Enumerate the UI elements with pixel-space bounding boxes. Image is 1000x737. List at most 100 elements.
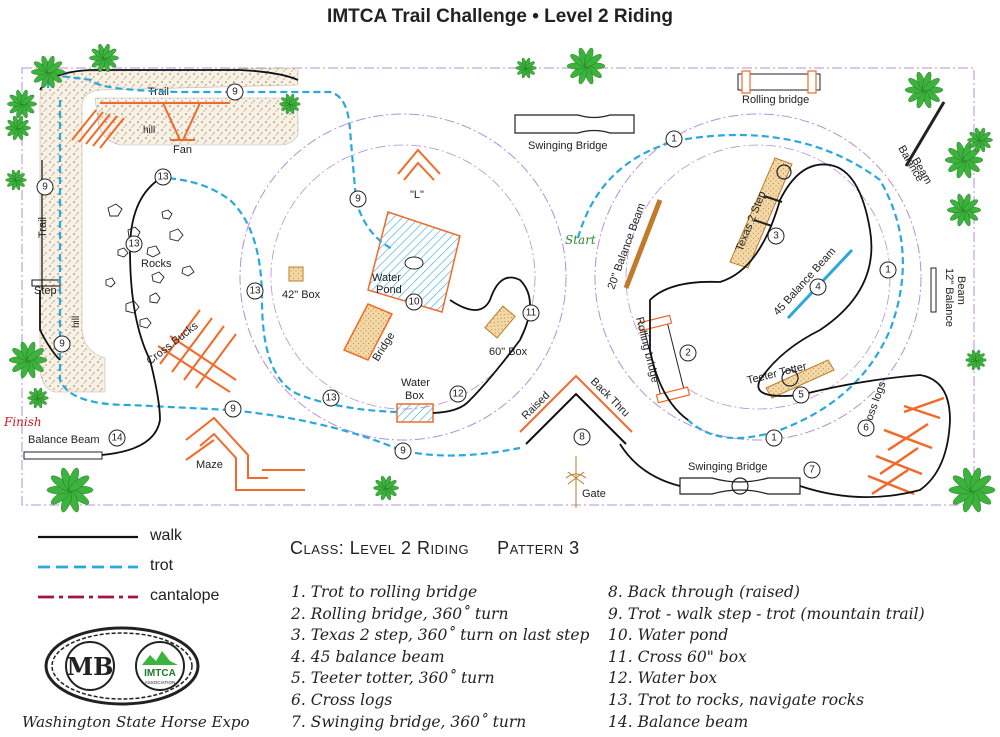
balance-beam-12-obstacle [930,267,937,313]
box-42-label: 42" Box [282,289,321,301]
step-marker-1: 1 [879,261,897,279]
legend-cantalope-label: cantalope [150,587,220,604]
plant-icon [566,47,606,85]
logo-badge-sub: ASSOCIATION [145,680,175,685]
svg-text:11: 11 [526,308,537,319]
step-marker-1: 1 [765,429,783,447]
balance-beam-right-obstacle [904,101,946,167]
rolling-bridge-top-obstacle [737,70,821,94]
plant-icon [7,89,37,119]
step-marker-7: 7 [803,461,821,479]
gate-obstacle [565,456,587,508]
step-marker-3: 3 [767,227,785,245]
rolling-bridge-top-label: Rolling bridge [742,94,809,106]
svg-text:10: 10 [408,297,420,308]
maze-label: Maze [196,459,223,471]
mountain-trail-area [39,67,299,393]
back-thru-obstacle [519,374,633,433]
hill-side-label: hill [71,316,82,328]
plant-icon [373,475,399,501]
svg-text:1: 1 [671,134,677,145]
legend: walk trot cantalope [38,525,268,615]
fan-obstacle [71,102,230,149]
swinging-bridge-bottom-label: Swinging Bridge [688,461,768,473]
svg-text:13: 13 [157,172,169,183]
logo-monogram: MB [67,652,114,681]
svg-text:9: 9 [232,87,238,98]
step-marker-13: 13 [246,282,264,300]
plant-icon [965,349,987,371]
svg-text:9: 9 [59,339,65,350]
step-marker-13: 13 [322,389,340,407]
step-item: 12. Water box [608,669,718,688]
water-pond-label-1: Water [372,272,401,284]
balance-beam-12-label-1: 12" Balance [943,268,955,327]
step-marker-9: 9 [394,442,412,460]
pattern-label: Pattern 3 [497,538,580,558]
plant-icon [46,467,94,513]
plant-icon [515,57,537,79]
legend-trot: trot [38,555,268,585]
step-marker-5: 5 [792,386,810,404]
hill-top-area [94,97,299,146]
balance-beam-bottom-label: Balance Beam [28,434,100,446]
cross-logs-obstacle [867,396,945,496]
svg-text:2: 2 [685,348,691,359]
right-cantalope-circle [594,113,922,441]
step-item: 4. 45 balance beam [291,647,445,666]
svg-text:12: 12 [452,389,464,400]
step-item: 5. Teeter totter, 360˚ turn [291,669,495,688]
plant-icon [30,55,66,89]
svg-text:13: 13 [128,239,140,250]
svg-text:9: 9 [355,194,361,205]
step-marker-11: 11 [522,304,540,322]
legend-trot-label: trot [150,557,174,574]
start-label: Start [565,233,596,247]
plant-icon [904,71,944,109]
arena-boundary [21,67,975,506]
steps-column-2: 8. Back through (raised) 9. Trot - walk … [608,582,925,733]
rocks-label: Rocks [141,258,172,270]
balance-beam-45-label: 45 Balance Beam [771,245,838,318]
cross-bucks-obstacle [157,309,237,393]
steps-column-1: 1. Trot to rolling bridge 2. Rolling bri… [291,582,589,733]
step-marker-10: 10 [405,293,423,311]
plant-icon [948,467,996,513]
step-marker-9: 9 [226,83,244,101]
finish-label: Finish [3,415,42,429]
water-box-obstacle [396,403,434,423]
footer-expo: Washington State Horse Expo [22,713,250,731]
bridge-obstacle [342,303,394,361]
svg-text:7: 7 [809,465,815,476]
step-item: 6. Cross logs [291,690,393,709]
plant-icon [8,341,48,379]
water-box-label-2: Box [405,390,424,402]
svg-text:9: 9 [42,182,48,193]
legend-cantalope: cantalope [38,585,268,615]
balance-beam-bottom-obstacle [23,451,103,460]
plant-icon [946,193,982,227]
step-item: 1. Trot to rolling bridge [291,583,478,601]
l-shape-obstacle [397,148,441,181]
box-42-obstacle [288,266,304,282]
class-label: Class: Level 2 Riding [290,538,470,558]
trail-top-label: Trail [148,86,169,98]
l-shape-label: "L" [410,189,424,201]
class-header: Class: Level 2 Riding Pattern 3 [290,538,580,559]
step-item: 9. Trot - walk step - trot (mountain tra… [608,604,925,623]
balance-beam-20-obstacle [623,199,663,289]
gate-label: Gate [582,488,606,500]
maze-obstacle [185,416,305,491]
step-marker-13: 13 [154,168,172,186]
step-marker-12: 12 [449,385,467,403]
svg-text:9: 9 [400,446,406,457]
step-marker-1: 1 [665,130,683,148]
step-marker-8: 8 [573,428,591,446]
mb-imtca-logo: MB IMTCA ASSOCIATION [44,626,200,706]
swinging-bridge-top-label: Swinging Bridge [528,140,608,152]
step-item: 14. Balance beam [608,712,749,731]
box-60-obstacle [484,305,516,339]
svg-text:1: 1 [885,265,891,276]
